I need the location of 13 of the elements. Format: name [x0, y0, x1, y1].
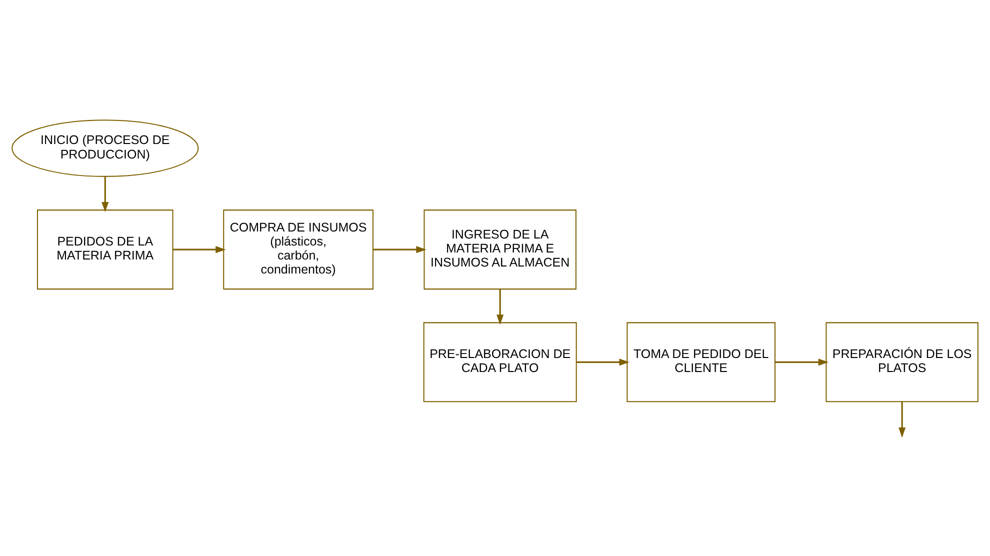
node-box: PEDIDOS DE LA MATERIA PRIMA: [36, 210, 174, 290]
node-box: PREPARACIÓN DE LOS PLATOS: [826, 322, 978, 402]
arrow: [496, 289, 504, 325]
arrow: [775, 358, 829, 366]
node-ellipse: INICIO (PROCESO DE PRODUCCION): [12, 120, 199, 177]
node-box: INGRESO DE LA MATERIA PRIMA E INSUMOS AL ALMACEN: [424, 210, 576, 290]
arrow: [173, 246, 226, 254]
arrow: [102, 176, 109, 212]
arrow: [373, 246, 426, 254]
node-box: COMPRA DE INSUMOS (plásticos, carbón, condimentos): [223, 210, 374, 290]
arrow: [576, 358, 630, 366]
node-box: TOMA DE PEDIDO DEL CLIENTE: [626, 322, 776, 402]
node-box: PRE-ELABORACION DE CADA PLATO: [423, 322, 577, 402]
